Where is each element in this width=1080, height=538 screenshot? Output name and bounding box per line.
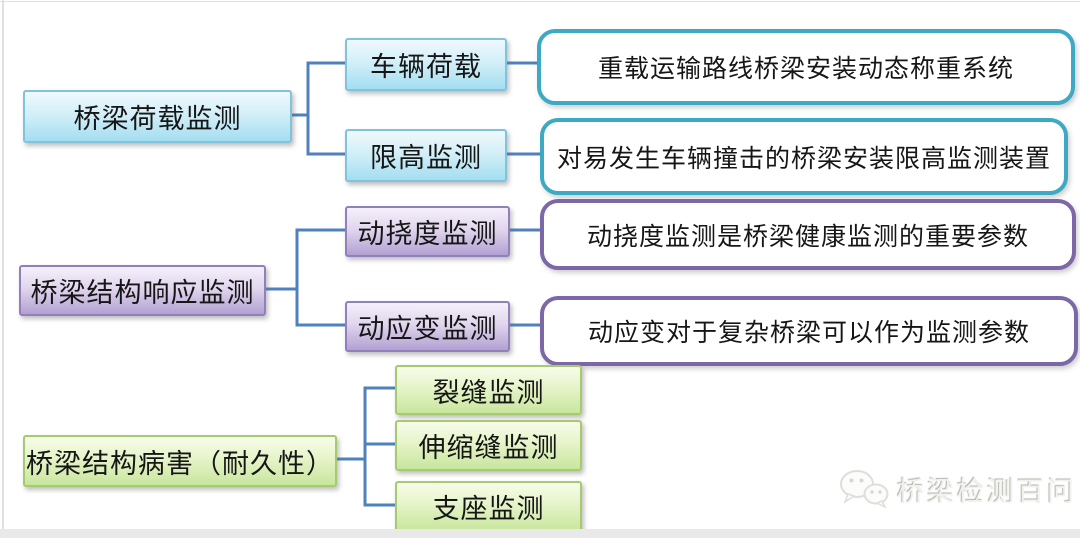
- node-bridge-load-monitoring: 桥梁荷载监测: [23, 90, 292, 143]
- desc-dynamic-deflection-monitoring: 动挠度监测是桥梁健康监测的重要参数: [540, 199, 1076, 270]
- bottom-gray-strip: [0, 529, 1080, 538]
- desc-dynamic-strain-monitoring: 动应变对于复杂桥梁可以作为监测参数: [540, 296, 1078, 366]
- wechat-icon: [838, 469, 890, 509]
- watermark: 桥梁检测百问: [838, 468, 1077, 510]
- canvas-top-border: [0, 1, 1080, 2]
- desc-height-limit-monitoring: 对易发生车辆撞击的桥梁安装限高监测装置: [540, 118, 1068, 195]
- node-dynamic-deflection-monitoring: 动挠度监测: [345, 206, 510, 257]
- node-vehicle-load: 车辆荷载: [345, 38, 507, 91]
- watermark-text: 桥梁检测百问: [897, 476, 1077, 507]
- node-crack-monitoring: 裂缝监测: [395, 365, 582, 415]
- node-height-limit-monitoring: 限高监测: [345, 129, 507, 182]
- node-expansion-joint-monitoring: 伸缩缝监测: [395, 420, 582, 471]
- node-structural-disease-durability: 桥梁结构病害（耐久性）: [23, 435, 337, 487]
- node-bearing-monitoring: 支座监测: [395, 481, 582, 532]
- canvas-left-border: [2, 0, 4, 529]
- desc-vehicle-load: 重载运输路线桥梁安装动态称重系统: [537, 29, 1075, 105]
- node-dynamic-strain-monitoring: 动应变监测: [345, 301, 510, 352]
- node-structural-response-monitoring: 桥梁结构响应监测: [19, 265, 266, 316]
